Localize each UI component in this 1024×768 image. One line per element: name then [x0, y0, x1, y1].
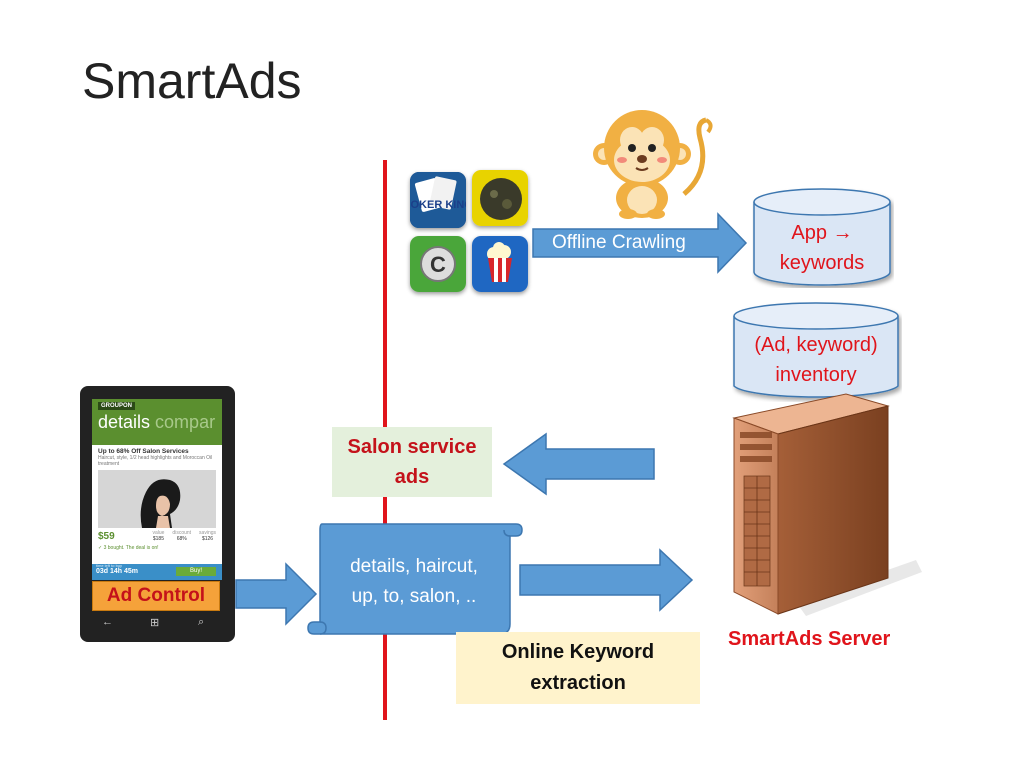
- savings-label: savings: [199, 530, 216, 536]
- offline-crawling-label: Offline Crawling: [552, 232, 686, 253]
- keywords-line2: up, to, salon, ..: [351, 586, 477, 607]
- timer-bar: time left to buy 03d 14h 45m Buy!: [92, 563, 222, 580]
- ad-inventory-line2: inventory: [775, 364, 857, 386]
- offline-crawling-arrow: [532, 212, 748, 274]
- ad-control-banner[interactable]: Ad Control: [92, 581, 220, 611]
- phone-screen: GROUPON details compar Up to 68% Off Sal…: [92, 399, 222, 580]
- back-icon[interactable]: ←: [102, 616, 113, 628]
- deal-photo: [98, 470, 216, 528]
- salon-service-ads-box: Salon service ads: [332, 427, 492, 497]
- online-box-line1: Online Keyword: [501, 641, 655, 663]
- planet-app-icon: [472, 170, 528, 226]
- online-keyword-extraction-box: Online Keyword extraction: [456, 632, 700, 704]
- discount-label: discount: [172, 530, 192, 536]
- ad-inventory-line1: (Ad, keyword): [754, 334, 878, 356]
- salon-box-line1: Salon service: [347, 436, 477, 458]
- popcorn-app-icon: [472, 236, 528, 292]
- buy-button[interactable]: Buy!: [176, 567, 216, 576]
- title-word-details: details: [98, 412, 151, 432]
- time-left-label: time left to buy: [96, 563, 123, 568]
- app-keywords-line2: keywords: [779, 252, 865, 274]
- bought-text: 3 bought. The deal is on!: [103, 545, 159, 551]
- bought-status: ✓ 3 bought. The deal is on!: [98, 545, 159, 551]
- deal-subline: Haircut, style, 1/2 head highlights and …: [98, 455, 213, 467]
- phone-nav-bar: ← ⊞ ⌕: [92, 614, 222, 632]
- c-app-icon: C: [410, 236, 466, 292]
- ads-return-arrow: [502, 432, 655, 496]
- monkey-mascot-icon: [592, 102, 718, 225]
- app-keywords-database: [753, 188, 891, 286]
- ad-inventory-database: [733, 302, 899, 398]
- extracted-keywords-text: details, haircut, up, to, salon, ..: [328, 552, 500, 612]
- online-box-line2: extraction: [530, 672, 626, 694]
- poker-text: POKER KING: [410, 199, 466, 211]
- deal-value: $185: [152, 536, 164, 542]
- svg-text:C: C: [430, 252, 446, 277]
- groupon-page-title: details compar: [98, 412, 215, 433]
- deal-timer: 03d 14h 45m: [96, 568, 139, 575]
- windows-home-icon[interactable]: ⊞: [150, 617, 160, 629]
- keywords-to-server-arrow: [519, 548, 694, 612]
- deal-savings: $126: [201, 536, 214, 542]
- slide-title: SmartAds: [82, 53, 302, 109]
- search-icon[interactable]: ⌕: [198, 616, 205, 628]
- app-keywords-line1: App →: [791, 222, 853, 244]
- deal-discount: 68%: [176, 536, 187, 542]
- phone-to-keywords-arrow: [235, 562, 318, 626]
- deal-price: $59: [98, 531, 115, 542]
- smartads-server-label: SmartAds Server: [728, 628, 891, 650]
- groupon-header: GROUPON details compar: [92, 399, 222, 445]
- deal-headline: Up to 68% Off Salon Services: [98, 448, 189, 455]
- salon-box-line2: ads: [394, 466, 430, 488]
- poker-king-app-icon: POKER KING: [410, 172, 466, 228]
- title-word-compar: compar: [155, 412, 216, 432]
- groupon-logo: GROUPON: [98, 402, 136, 410]
- keywords-line1: details, haircut,: [350, 556, 478, 577]
- server-tower-icon: [732, 393, 922, 616]
- value-label: value: [152, 530, 165, 536]
